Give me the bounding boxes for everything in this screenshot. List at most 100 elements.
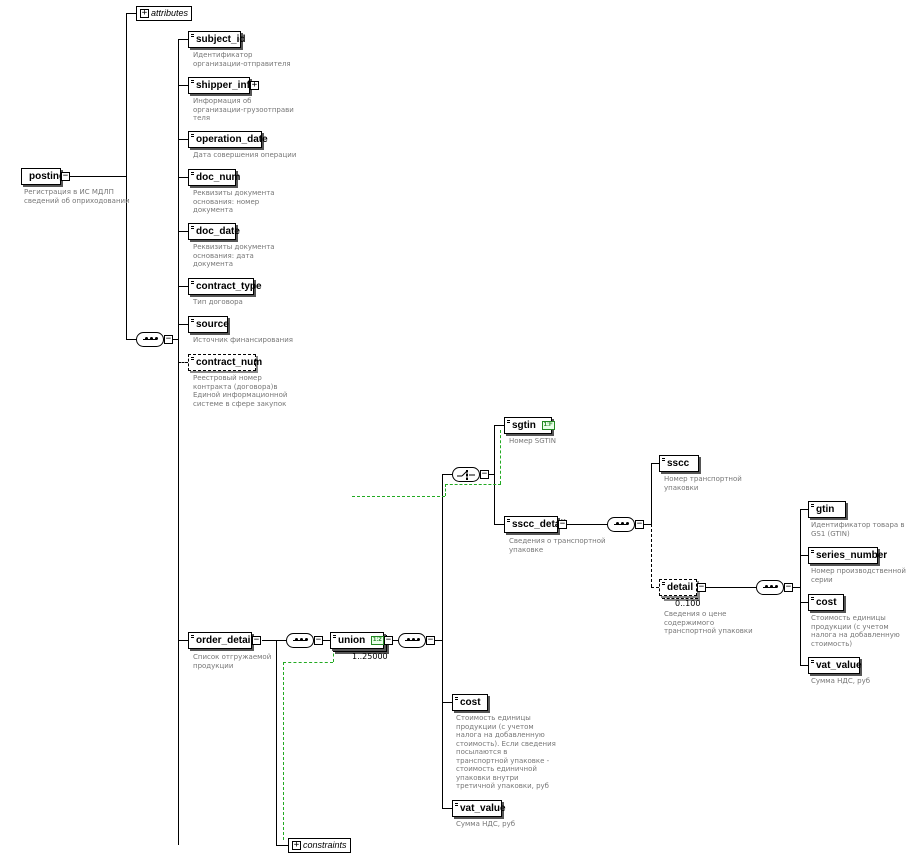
element-label: doc_num <box>196 172 241 183</box>
expand-icon[interactable]: + <box>292 840 301 850</box>
element-icon <box>662 582 665 585</box>
sequence-compositor-icon <box>286 633 314 648</box>
element-doc: Сведения о цене содержимого транспортной… <box>664 610 753 635</box>
element-sgtin[interactable]: sgtin 1:F <box>504 417 555 434</box>
occurrence-label: 1..25000 <box>352 652 388 661</box>
collapse-icon[interactable]: − <box>480 469 489 479</box>
element-icon <box>811 597 814 600</box>
element-doc: Номер SGTIN <box>509 437 556 445</box>
element-doc: Идентификатор товара в GS1 (GTIN) <box>811 521 905 538</box>
element-doc: Реестровый номер контракта (договора)в Е… <box>193 374 288 408</box>
element-contract-type[interactable]: contract_type <box>188 278 262 295</box>
collapse-icon[interactable]: − <box>384 635 393 645</box>
element-doc: Дата совершения операции <box>193 151 297 159</box>
element-label: contract_type <box>196 281 262 292</box>
element-doc: Сведения о транспортной упаковке <box>509 537 606 554</box>
element-label: sscc_detail <box>512 519 566 530</box>
element-label: union <box>338 635 366 646</box>
element-icon <box>455 697 458 700</box>
element-label: source <box>196 319 229 330</box>
key-badge: 1:2 <box>371 635 384 645</box>
collapse-icon[interactable]: − <box>61 171 70 181</box>
element-icon <box>191 357 194 360</box>
element-detail[interactable]: detail <box>659 579 697 596</box>
element-doc-date[interactable]: doc_date <box>188 223 240 240</box>
element-icon <box>507 420 510 423</box>
element-doc: Реквизиты документа основания: дата доку… <box>193 243 275 268</box>
element-doc: Регистрация в ИС МДЛП сведений об оприхо… <box>24 188 130 205</box>
element-doc: Стоимость единицы продукции (с учетом на… <box>811 614 900 648</box>
element-label: posting <box>29 171 66 182</box>
element-vat-value[interactable]: vat_value <box>452 800 506 817</box>
expand-icon[interactable]: + <box>140 8 149 18</box>
element-subject-id[interactable]: subject_id <box>188 31 245 48</box>
key-badge: 1:F <box>541 420 555 430</box>
element-label: order_details <box>196 635 259 646</box>
element-icon <box>191 281 194 284</box>
element-source[interactable]: source <box>188 316 229 333</box>
collapse-icon[interactable]: − <box>635 519 644 529</box>
element-label: vat_value <box>816 660 862 671</box>
element-sscc[interactable]: sscc <box>659 455 699 472</box>
element-series-number[interactable]: series_number <box>808 547 887 564</box>
element-posting[interactable]: posting <box>21 168 65 185</box>
occurrence-label: 0..100 <box>675 599 701 608</box>
element-order-details[interactable]: order_details <box>188 632 259 649</box>
element-label: doc_date <box>196 226 240 237</box>
attributes-label: attributes <box>151 8 189 18</box>
sequence-compositor-icon <box>136 332 164 347</box>
element-contract-num[interactable]: contract_num <box>188 354 262 371</box>
element-label: cost <box>460 697 481 708</box>
collapse-icon[interactable]: − <box>164 334 173 344</box>
sequence-compositor-icon <box>607 517 635 532</box>
element-icon <box>191 226 194 229</box>
constraints-folder[interactable]: + constraints <box>288 838 351 853</box>
element-doc-num[interactable]: doc_num <box>188 169 240 186</box>
element-doc: Сумма НДС, руб <box>811 677 871 685</box>
sequence-compositor-icon <box>756 580 784 595</box>
element-doc: Сумма НДС, руб <box>456 820 516 828</box>
element-cost[interactable]: cost <box>808 594 844 611</box>
collapse-icon[interactable]: − <box>314 635 323 645</box>
element-label: cost <box>816 597 837 608</box>
element-label: sscc <box>667 458 690 469</box>
element-label: detail <box>667 582 694 593</box>
collapse-icon[interactable]: − <box>784 582 793 592</box>
element-icon <box>191 134 194 137</box>
element-label: subject_id <box>196 34 246 45</box>
attributes-folder[interactable]: + attributes <box>136 6 193 21</box>
element-doc: Информация об организации-грузоотправи т… <box>193 97 294 122</box>
collapse-icon[interactable]: − <box>426 635 435 645</box>
collapse-icon[interactable]: − <box>252 635 261 645</box>
element-label: vat_value <box>460 803 506 814</box>
element-shipper-info[interactable]: shipper_info <box>188 77 256 94</box>
element-icon <box>333 635 336 638</box>
sequence-compositor-icon <box>398 633 426 648</box>
element-icon <box>811 504 814 507</box>
element-icon <box>507 519 510 522</box>
element-icon <box>811 660 814 663</box>
element-label: contract_num <box>196 357 263 368</box>
expand-icon[interactable]: + <box>250 80 259 90</box>
choice-compositor-icon <box>452 467 480 482</box>
element-icon <box>662 458 665 461</box>
element-doc: Тип договора <box>193 298 243 306</box>
element-label: shipper_info <box>196 80 257 91</box>
element-icon <box>191 319 194 322</box>
element-icon <box>191 172 194 175</box>
element-doc: Стоимость единицы продукции (с учетом на… <box>456 714 556 790</box>
element-doc: Реквизиты документа основания: номер док… <box>193 189 275 214</box>
element-icon <box>191 34 194 37</box>
collapse-icon[interactable]: − <box>697 582 706 592</box>
element-doc: Список отгружаемой продукции <box>193 653 272 670</box>
element-label: operation_date <box>196 134 268 145</box>
element-operation-date[interactable]: operation_date <box>188 131 268 148</box>
element-vat-value[interactable]: vat_value <box>808 657 862 674</box>
element-union[interactable]: union 1:2 <box>330 632 384 649</box>
element-sscc-detail[interactable]: sscc_detail <box>504 516 566 533</box>
element-cost[interactable]: cost <box>452 694 488 711</box>
element-gtin[interactable]: gtin <box>808 501 846 518</box>
element-label: gtin <box>816 504 835 515</box>
element-icon <box>455 803 458 806</box>
collapse-icon[interactable]: − <box>558 519 567 529</box>
